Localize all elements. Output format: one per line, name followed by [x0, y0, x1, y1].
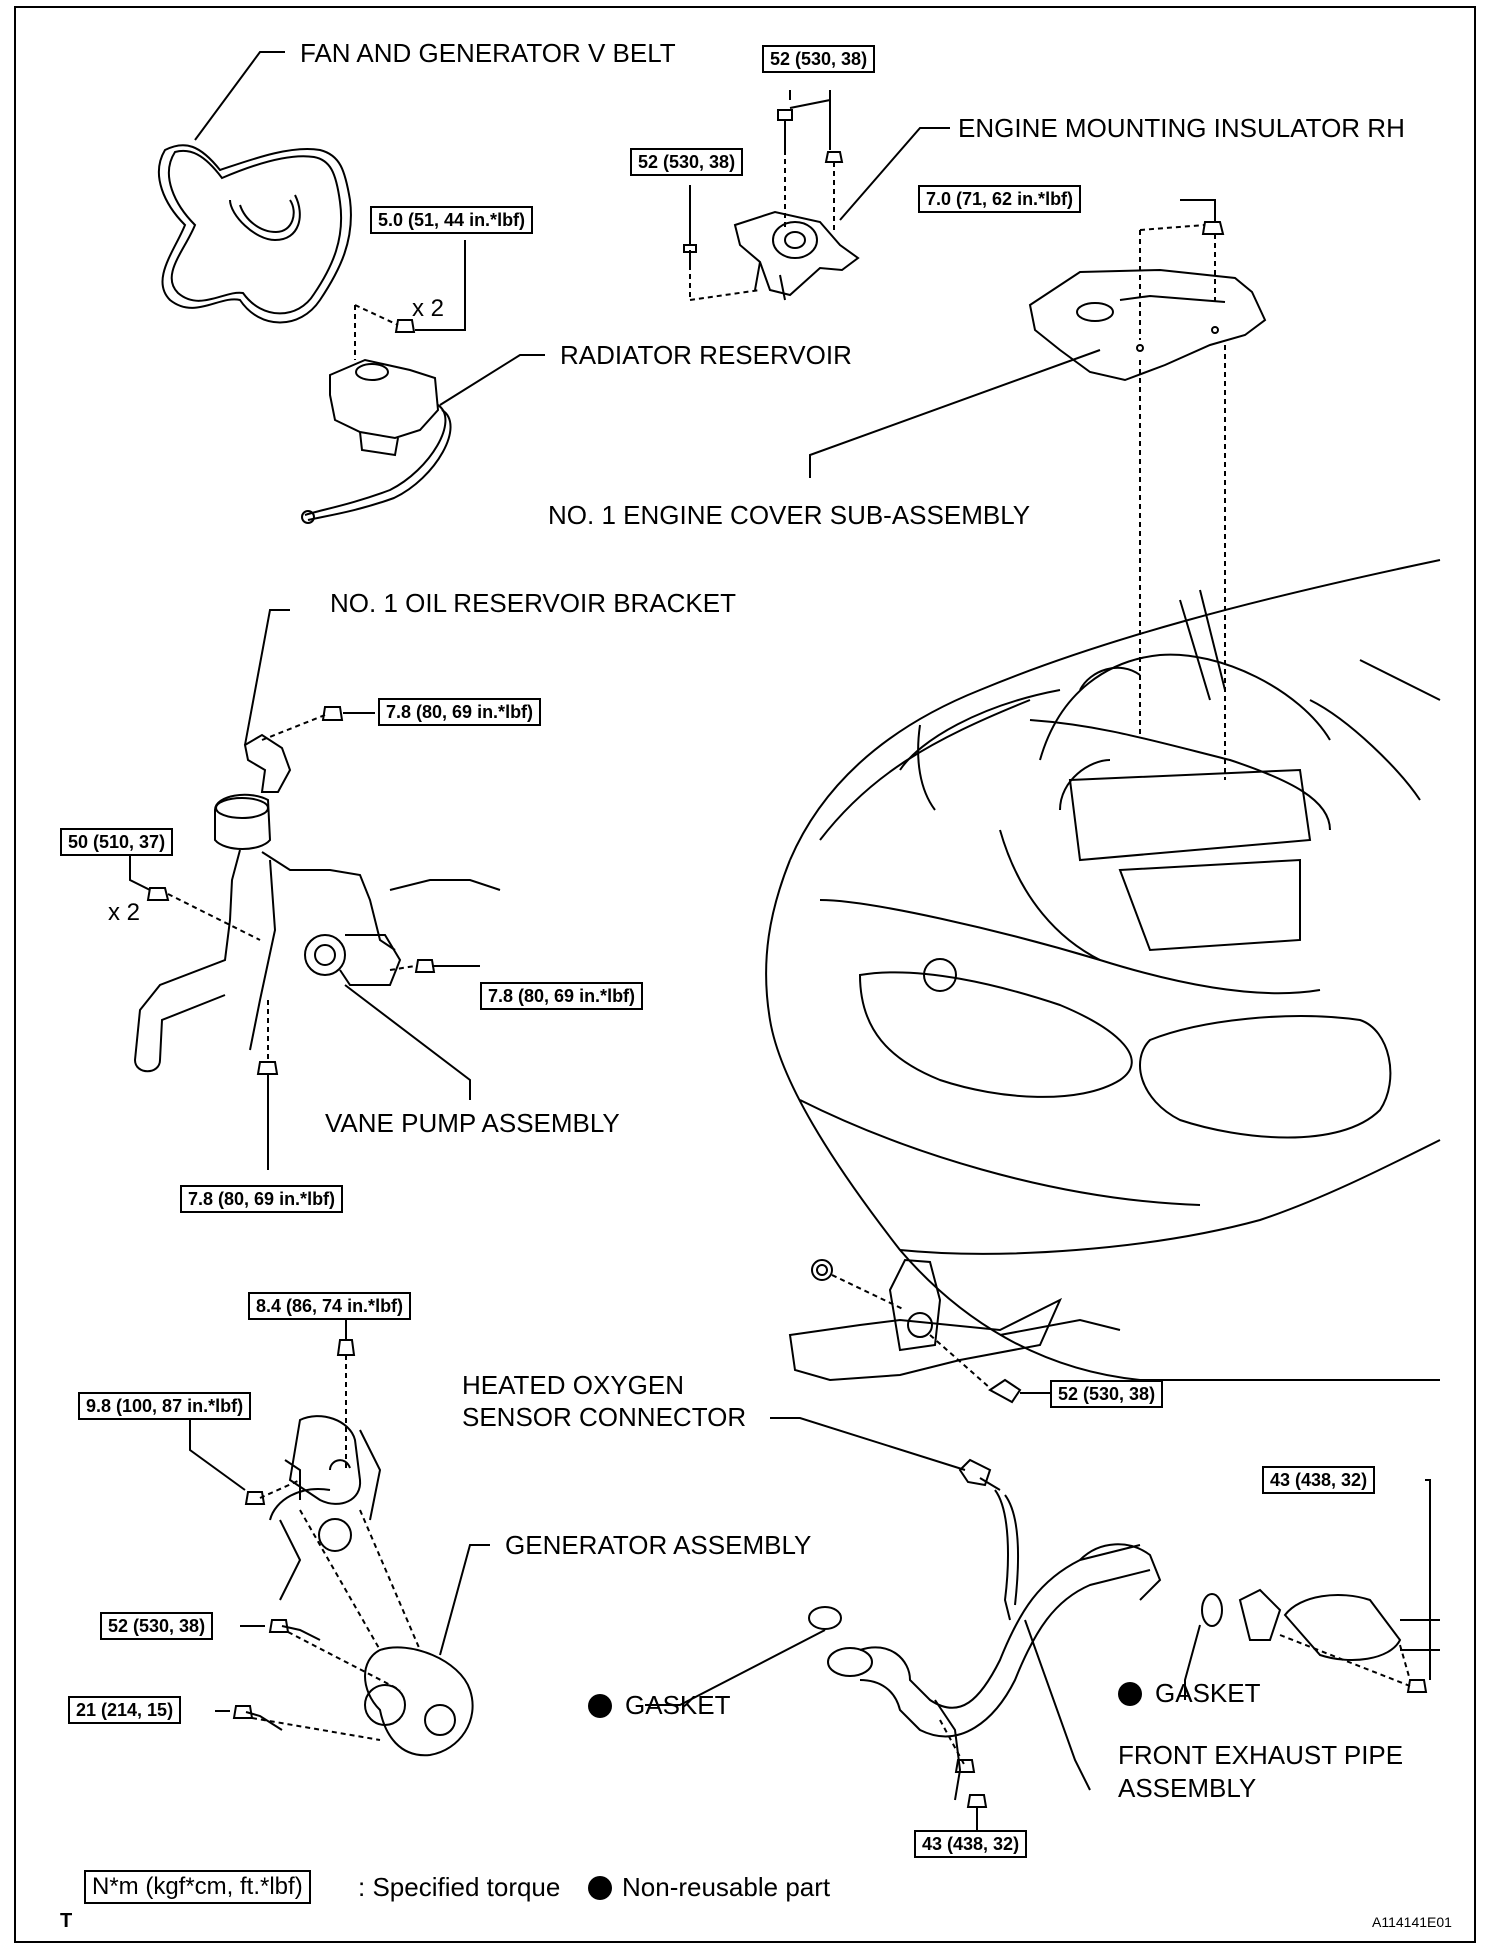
label-exhaust-line1: FRONT EXHAUST PIPE	[1118, 1740, 1404, 1770]
engine-mount-drawing	[683, 109, 860, 301]
torque-gen-lower: 21 (214, 15)	[68, 1696, 182, 1724]
legend-nonreusable-text: Non-reusable part	[622, 1872, 831, 1902]
vehicle-front-drawing	[765, 559, 1441, 1381]
generator-drawing	[232, 1320, 474, 1757]
torque-cover: 7.0 (71, 62 in.*lbf)	[918, 185, 1082, 213]
torque-reservoir: 5.0 (51, 44 in.*lbf)	[370, 206, 534, 234]
label-exhaust-line2: ASSEMBLY	[1118, 1773, 1257, 1803]
nonreusable-mark-right	[1118, 1682, 1142, 1706]
label-radiator-reservoir: RADIATOR RESERVOIR	[560, 340, 852, 370]
label-generator: GENERATOR ASSEMBLY	[505, 1530, 812, 1560]
qty-reservoir: x 2	[412, 295, 445, 322]
qty-pump: x 2	[108, 899, 141, 926]
torque-pump-left: 50 (510, 37)	[60, 828, 174, 856]
torque-exhaust-bottom: 43 (438, 32)	[914, 1830, 1028, 1858]
corner-mark: T	[60, 1910, 73, 1932]
torque-bracket: 7.8 (80, 69 in.*lbf)	[378, 698, 542, 726]
label-o2-connector-line2: SENSOR CONNECTOR	[462, 1402, 747, 1432]
label-gasket-right: GASKET	[1155, 1678, 1261, 1708]
legend-torque-text: : Specified torque	[358, 1872, 561, 1902]
torque-exhaust-right: 43 (438, 32)	[1262, 1466, 1376, 1494]
torque-gen-harness: 9.8 (100, 87 in.*lbf)	[78, 1392, 252, 1420]
exhaust-pipe-drawing	[808, 1458, 1440, 1808]
vane-pump-drawing	[133, 706, 501, 1075]
torque-pump-right: 7.8 (80, 69 in.*lbf)	[480, 982, 644, 1010]
label-oil-bracket: NO. 1 OIL RESERVOIR BRACKET	[330, 588, 736, 618]
radiator-reservoir-drawing	[301, 319, 452, 524]
torque-mount-left: 52 (530, 38)	[630, 148, 744, 176]
diagram-frame	[14, 6, 1476, 1943]
v-belt-drawing	[157, 144, 352, 324]
torque-mount-top: 52 (530, 38)	[762, 45, 876, 73]
label-engine-cover: NO. 1 ENGINE COVER SUB-ASSEMBLY	[548, 500, 1031, 530]
legend-nonreusable-mark	[588, 1876, 612, 1900]
torque-pump-bottom: 7.8 (80, 69 in.*lbf)	[180, 1185, 344, 1213]
engine-cover-drawing	[1028, 221, 1267, 382]
torque-gen-upper: 52 (530, 38)	[100, 1612, 214, 1640]
torque-lower-mount: 52 (530, 38)	[1050, 1380, 1164, 1408]
lower-mount-drawing	[788, 1258, 1121, 1404]
label-o2-connector-line1: HEATED OXYGEN	[462, 1370, 685, 1400]
label-gasket-left: GASKET	[625, 1690, 731, 1720]
legend-torque-key: N*m (kgf*cm, ft.*lbf)	[84, 1870, 311, 1904]
label-fan-belt: FAN AND GENERATOR V BELT	[300, 38, 676, 68]
label-engine-mount: ENGINE MOUNTING INSULATOR RH	[958, 113, 1405, 143]
torque-gen-top: 8.4 (86, 74 in.*lbf)	[248, 1292, 412, 1320]
label-vane-pump: VANE PUMP ASSEMBLY	[325, 1108, 620, 1138]
figure-id: A114141E01	[1372, 1914, 1452, 1930]
nonreusable-mark-left	[588, 1694, 612, 1718]
